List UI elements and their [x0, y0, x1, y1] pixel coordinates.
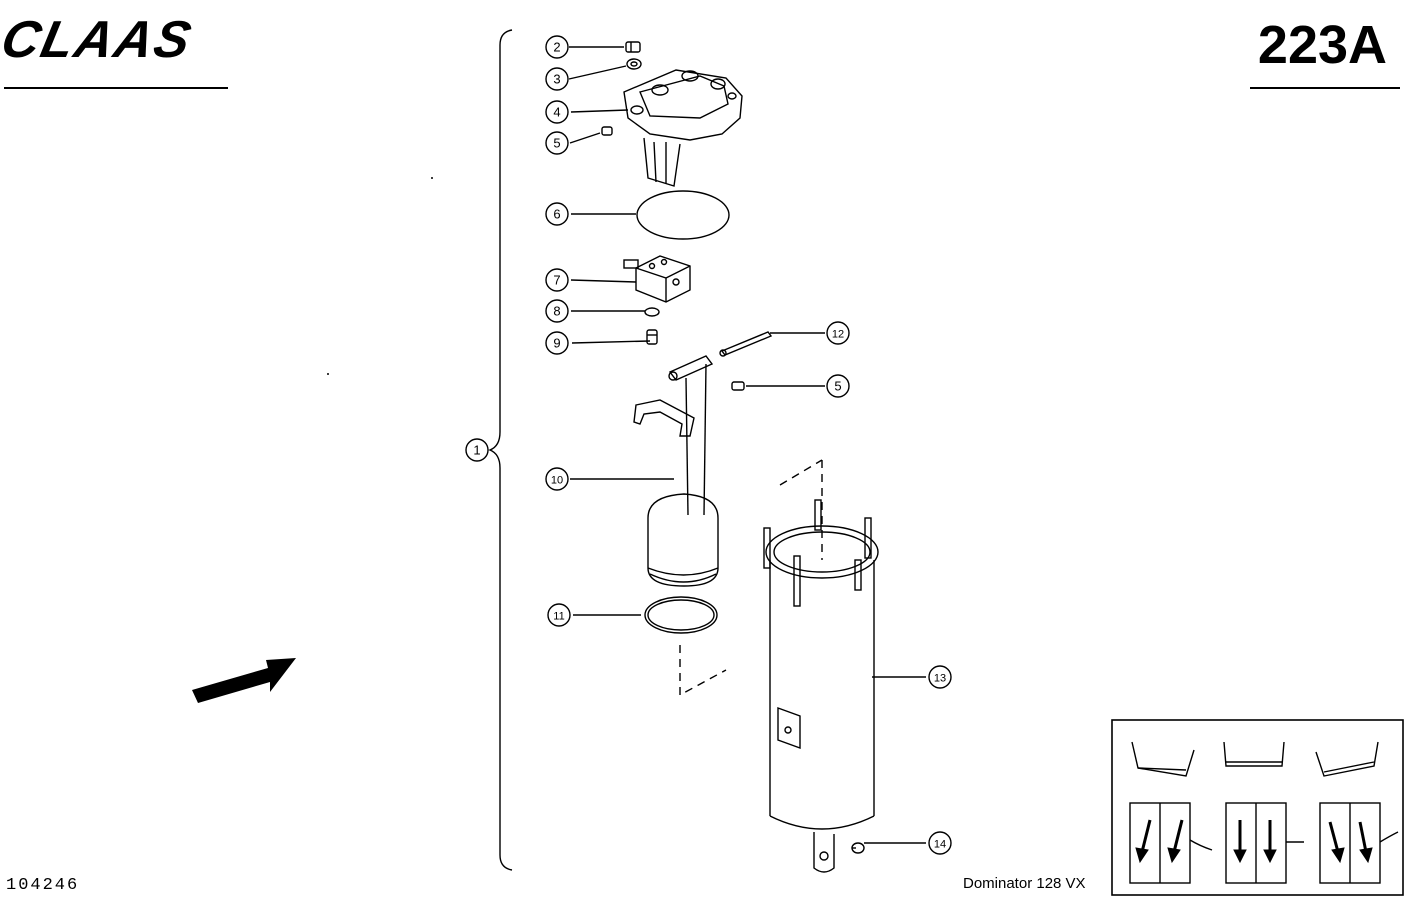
callout-circle — [928, 831, 952, 855]
callout-label: 12 — [832, 329, 844, 341]
model-name: Dominator 128 VX — [963, 875, 1086, 892]
callout-label: 7 — [553, 273, 560, 288]
callout-label: 14 — [934, 839, 946, 851]
plug-part-2 — [731, 381, 745, 391]
callout-label: 3 — [553, 72, 560, 87]
callout-label: 5 — [553, 136, 560, 151]
callout-circle — [545, 268, 569, 292]
callout-circle — [545, 100, 569, 124]
callout-circle — [545, 299, 569, 323]
page-number: 223A — [1257, 15, 1387, 75]
page-number-underline — [1250, 87, 1400, 89]
callout-circle — [545, 331, 569, 355]
callout-label: 4 — [553, 105, 560, 120]
callout-circle — [545, 467, 569, 491]
screw-part — [646, 329, 658, 345]
plug-part-3 — [851, 842, 865, 854]
callout-label: 8 — [553, 304, 560, 319]
plug-part — [601, 126, 613, 136]
callout-label: 1 — [473, 443, 480, 458]
switch-block-part — [623, 255, 691, 303]
callout-circle — [545, 202, 569, 226]
callout-circle — [928, 665, 952, 689]
callout-label: 5 — [834, 379, 841, 394]
document-number: 104246 — [6, 876, 80, 895]
nut-part — [625, 41, 641, 53]
direction-arrow-icon — [192, 658, 296, 703]
callout-label: 10 — [551, 475, 563, 487]
washer-small — [644, 307, 660, 317]
pin-part — [719, 331, 773, 357]
assembly-axis-lines — [679, 459, 823, 697]
callout-label: 6 — [553, 207, 560, 222]
callout-label: 11 — [553, 611, 564, 623]
callout-circle — [826, 374, 850, 398]
o-ring-medium — [644, 596, 718, 634]
callout-circle — [547, 603, 571, 627]
callout-circle — [826, 321, 850, 345]
callout-label: 9 — [553, 336, 560, 351]
callout-circle — [545, 131, 569, 155]
callout-label: 2 — [553, 40, 560, 55]
installation-variant-icons — [1111, 719, 1404, 896]
o-ring-large — [636, 190, 730, 240]
brand-underline — [4, 87, 228, 89]
float-assembly-part — [633, 355, 719, 587]
callout-circle — [465, 438, 489, 462]
filter-housing-part — [763, 499, 879, 873]
washer-part — [626, 58, 642, 70]
callout-circle — [545, 67, 569, 91]
callout-label: 13 — [934, 673, 946, 685]
assembly-bracket — [488, 29, 513, 871]
callout-circle — [545, 35, 569, 59]
filter-head-part — [623, 69, 743, 187]
